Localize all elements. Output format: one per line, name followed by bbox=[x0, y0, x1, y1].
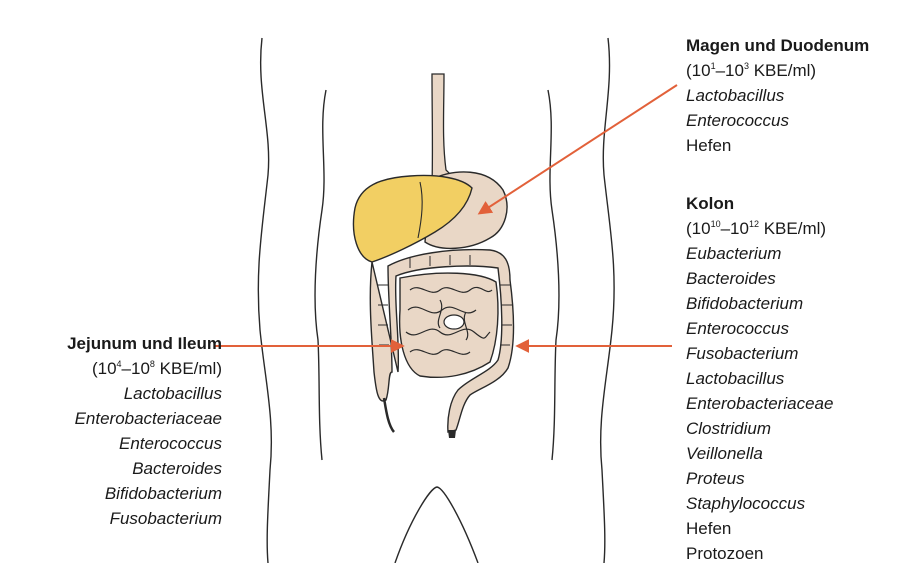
kolon-taxon: Lactobacillus bbox=[686, 366, 833, 391]
jejunum-taxon: Enterococcus bbox=[67, 431, 222, 456]
magen-taxon: Enterococcus bbox=[686, 108, 869, 133]
kolon-taxon: Veillonella bbox=[686, 441, 833, 466]
kolon-taxon: Bacteroides bbox=[686, 266, 833, 291]
kolon-taxon: Staphylococcus bbox=[686, 491, 833, 516]
kolon-taxon: Protozoen bbox=[686, 541, 833, 566]
esophagus bbox=[432, 74, 456, 185]
label-kolon: Kolon (1010–1012 KBE/ml) Eubacterium Bac… bbox=[686, 191, 833, 566]
magen-taxon: Hefen bbox=[686, 133, 869, 158]
kolon-taxon: Fusobacterium bbox=[686, 341, 833, 366]
jejunum-taxon: Bacteroides bbox=[67, 456, 222, 481]
arm-outline-right bbox=[548, 90, 559, 460]
jejunum-count: (104–108 KBE/ml) bbox=[67, 356, 222, 381]
jejunum-taxon: Enterobacteriaceae bbox=[67, 406, 222, 431]
jejunum-title: Jejunum und Ileum bbox=[67, 331, 222, 356]
kolon-title: Kolon bbox=[686, 191, 833, 216]
label-magen-duodenum: Magen und Duodenum (101–103 KBE/ml) Lact… bbox=[686, 33, 869, 158]
kolon-taxon: Bifidobacterium bbox=[686, 291, 833, 316]
kolon-taxon: Proteus bbox=[686, 466, 833, 491]
arrow-magen bbox=[480, 85, 677, 213]
kolon-taxon: Hefen bbox=[686, 516, 833, 541]
magen-title: Magen und Duodenum bbox=[686, 33, 869, 58]
jejunum-taxon: Lactobacillus bbox=[67, 381, 222, 406]
torso-outline-left bbox=[258, 38, 271, 563]
rectum bbox=[448, 430, 456, 438]
leg-divide-outline bbox=[395, 487, 478, 563]
jejunum-taxon: Bifidobacterium bbox=[67, 481, 222, 506]
kolon-count: (1010–1012 KBE/ml) bbox=[686, 216, 833, 241]
appendix bbox=[384, 398, 394, 432]
torso-outline-right bbox=[601, 38, 614, 563]
kolon-taxon: Enterobacteriaceae bbox=[686, 391, 833, 416]
magen-taxon: Lactobacillus bbox=[686, 83, 869, 108]
kolon-taxon: Enterococcus bbox=[686, 316, 833, 341]
jejunum-taxon: Fusobacterium bbox=[67, 506, 222, 531]
intestine-loop-center bbox=[444, 315, 464, 329]
kolon-taxon: Eubacterium bbox=[686, 241, 833, 266]
arm-outline-left bbox=[315, 90, 326, 460]
kolon-taxon: Clostridium bbox=[686, 416, 833, 441]
label-jejunum-ileum: Jejunum und Ileum (104–108 KBE/ml) Lacto… bbox=[67, 331, 222, 531]
magen-count: (101–103 KBE/ml) bbox=[686, 58, 869, 83]
